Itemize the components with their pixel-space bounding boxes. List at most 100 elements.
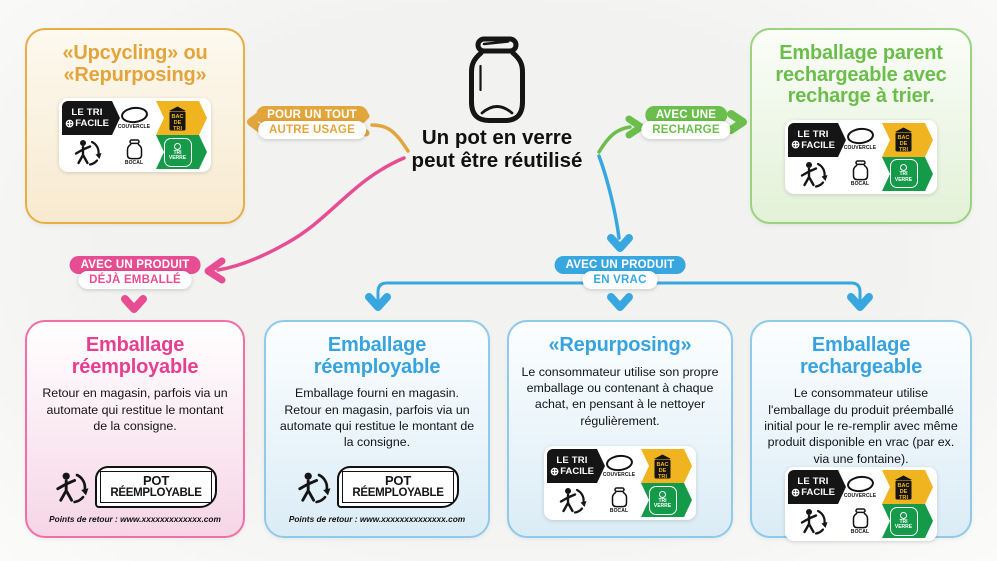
- brand-text-bottom: FACILE: [75, 118, 109, 130]
- chevron-edge: [925, 156, 933, 191]
- pot-label-box: POT RÉEMPLOYABLE: [100, 470, 212, 503]
- tri-label-slot: LE TRI ⊕FACILE COUVERCLE BAC DE TRI: [544, 446, 696, 520]
- small-jar-icon: [126, 138, 142, 160]
- tri-facile-label: LE TRI ⊕FACILE COUVERCLE BAC DE TRI: [785, 467, 937, 542]
- tri-facile-label: LE TRI ⊕FACILE COUVERCLE BAC DE TRI: [59, 98, 211, 173]
- panel-emballage-parent: Emballage parent rechargeable avec recha…: [750, 28, 972, 224]
- lid-icon: [845, 474, 875, 493]
- tri-facile-label: LE TRI ⊕FACILE COUVERCLE BAC DE TRI: [785, 119, 937, 194]
- pill-recharge: RECHARGE: [641, 121, 731, 139]
- pot-reemployable-label: POT RÉEMPLOYABLE: [53, 465, 217, 508]
- svg-text:DE: DE: [659, 468, 667, 474]
- chevron-edge: [925, 122, 933, 157]
- panel-body: Le consommateur utilise l'emballage du p…: [764, 386, 958, 466]
- glass-text-top: TRI: [658, 497, 667, 504]
- tri-facile-bottom-row: BOCAL TRI VERRE: [62, 135, 207, 170]
- lid-label: COUVERCLE: [843, 145, 877, 152]
- lid-label: COUVERCLE: [843, 492, 877, 499]
- branch-label-autre-usage: POUR UN TOUT AUTRE USAGE: [256, 106, 368, 139]
- chevron-edge: [112, 101, 120, 136]
- glass-text-bottom: VERRE: [653, 503, 672, 509]
- svg-text:BAC: BAC: [171, 114, 183, 120]
- chevron-edge: [199, 135, 207, 170]
- panel-title: «Repurposing»: [548, 334, 692, 356]
- points-de-retour: Points de retour : www.xxxxxxxxxxxxxx.co…: [288, 514, 466, 524]
- pill-avec-une: AVEC UNE: [644, 106, 728, 124]
- lid-icon: [119, 105, 149, 125]
- brand-text-top: LE TRI: [71, 107, 103, 119]
- glass-text-top: TRI: [173, 149, 182, 156]
- svg-text:BAC: BAC: [897, 483, 909, 489]
- le-tri-facile-brand: LE TRI ⊕FACILE: [547, 449, 605, 483]
- branch-label-deja-emballe: AVEC UN PRODUIT DÉJÀ EMBALLÉ: [69, 256, 201, 289]
- triman-icon: [56, 472, 89, 504]
- tri-facile-top-row: LE TRI ⊕FACILE COUVERCLE BAC DE TRI: [788, 470, 933, 505]
- points-de-retour: Points de retour : www.xxxxxxxxxxxxx.com: [49, 514, 221, 524]
- jar-cell: BOCAL: [597, 483, 649, 517]
- reemployable-text: RÉEMPLOYABLE: [110, 487, 202, 500]
- jar-label: BOCAL: [609, 507, 629, 514]
- small-jar-icon: [852, 160, 868, 181]
- chevron-edge: [641, 483, 649, 517]
- brand-text-top: LE TRI: [556, 455, 588, 466]
- headline-line2: peut être réutilisé: [411, 148, 583, 172]
- pink-arrowhead: [204, 257, 226, 284]
- jar-cell: BOCAL: [838, 156, 890, 191]
- svg-text:TRI: TRI: [173, 126, 182, 132]
- svg-text:TRI: TRI: [899, 147, 908, 153]
- tri-label-slot: LE TRI ⊕FACILE COUVERCLE BAC DE TRI: [59, 98, 211, 173]
- sorting-bin-icon: BAC DE TRI: [654, 454, 671, 480]
- pill-deja-emballe: DÉJÀ EMBALLÉ: [78, 271, 192, 289]
- brand-text-bottom-row: ⊕FACILE: [550, 466, 594, 477]
- le-tri-facile-brand: LE TRI ⊕FACILE: [62, 101, 120, 136]
- svg-text:BAC: BAC: [897, 135, 909, 141]
- tri-facile-top-row: LE TRI ⊕FACILE COUVERCLE BAC DE TRI: [788, 122, 933, 157]
- triman-icon: [800, 509, 828, 535]
- triman-cell: [62, 135, 112, 170]
- panel-upcycling: «Upcycling» ou «Repurposing» LE TRI ⊕FAC…: [25, 28, 245, 224]
- plus-circle-icon: ⊕: [791, 486, 801, 499]
- panel-title: Emballage réemployable: [313, 334, 441, 378]
- dot-icon: [900, 164, 907, 172]
- jar-cell: BOCAL: [838, 504, 890, 539]
- triman-icon: [298, 472, 331, 504]
- pot-label-slot: POT RÉEMPLOYABLE: [295, 465, 459, 508]
- panel-body: Emballage fourni en magasin. Retour en m…: [279, 386, 475, 450]
- svg-text:DE: DE: [900, 141, 908, 147]
- chevron-edge: [156, 101, 164, 136]
- brand-text-bottom: FACILE: [801, 487, 835, 499]
- triman-cell: [547, 483, 597, 517]
- dot-icon: [900, 511, 907, 519]
- tri-label-slot: LE TRI ⊕FACILE COUVERCLE BAC DE TRI: [785, 467, 937, 542]
- glass-text-bottom: VERRE: [168, 155, 187, 162]
- pink-arrowhead-down: [121, 295, 147, 313]
- tri-facile-top-row: LE TRI ⊕FACILE COUVERCLE BAC DE TRI: [62, 101, 207, 136]
- tri-verre-badge: TRI VERRE: [163, 137, 192, 167]
- chevron-edge: [641, 449, 649, 483]
- glass-text-bottom: VERRE: [894, 176, 913, 183]
- pill-pour-un-tout: POUR UN TOUT: [256, 106, 368, 124]
- blue-arrowhead-center: [607, 234, 633, 252]
- triman-cell: [788, 156, 838, 191]
- triman-cell: [788, 504, 838, 539]
- panel-title: Emballage rechargeable: [799, 334, 923, 378]
- chevron-edge: [156, 135, 164, 170]
- triman-icon: [559, 488, 587, 514]
- tri-verre-badge: TRI VERRE: [889, 506, 918, 536]
- panel-title: Emballage réemployable: [71, 334, 199, 378]
- panel-rechargeable: Emballage rechargeable Le consommateur u…: [750, 320, 972, 542]
- dot-icon: [659, 490, 666, 498]
- branch-label-en-vrac: AVEC UN PRODUIT EN VRAC: [554, 256, 686, 289]
- le-tri-facile-brand: LE TRI ⊕FACILE: [788, 470, 846, 505]
- pot-text: POT: [142, 472, 170, 488]
- panel-title: «Upcycling» ou «Repurposing»: [62, 42, 208, 86]
- tri-verre-badge: TRI VERRE: [889, 159, 918, 189]
- blue-arrowhead-right: [847, 293, 873, 311]
- small-jar-icon: [852, 507, 868, 528]
- dot-icon: [174, 142, 181, 150]
- glass-text-top: TRI: [899, 171, 908, 178]
- plus-circle-icon: ⊕: [791, 139, 801, 152]
- svg-text:BAC: BAC: [656, 462, 668, 468]
- lid-icon: [845, 126, 875, 146]
